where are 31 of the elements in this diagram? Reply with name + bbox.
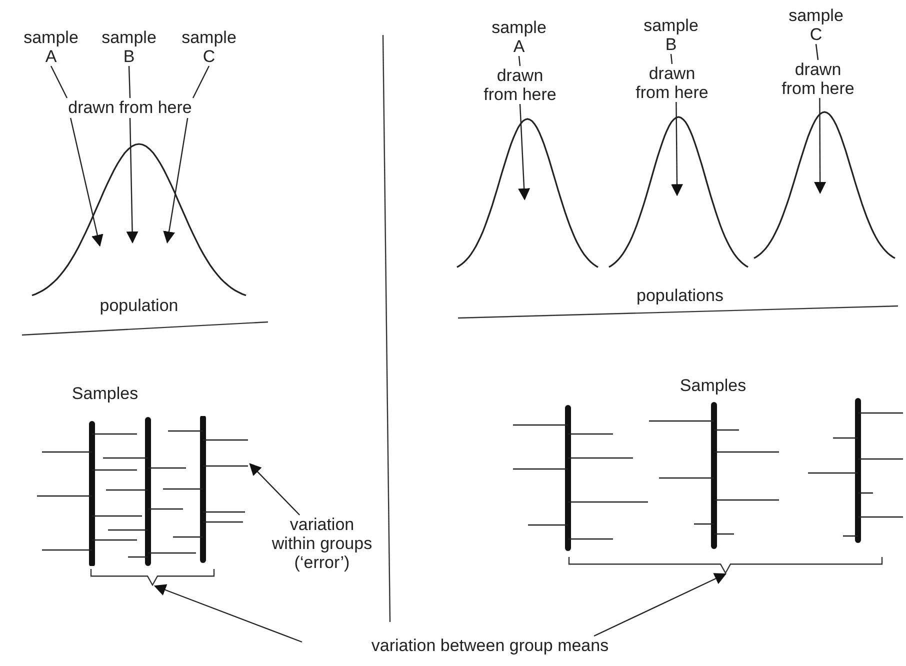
arrow [814, 98, 826, 194]
text-label: sample C [178, 28, 240, 66]
text-label: drawn from here [776, 60, 860, 98]
text-label: sample A [20, 28, 82, 66]
connector-line [192, 66, 210, 98]
connector-line [50, 66, 68, 98]
arrow [518, 104, 530, 200]
text-label: sample C [785, 6, 847, 44]
connector-line [128, 66, 131, 98]
connector-line [815, 44, 819, 60]
connector-line [518, 56, 521, 66]
text-label: sample A [488, 18, 550, 56]
arrow [70, 118, 104, 247]
arrow [154, 584, 302, 643]
arrow [249, 463, 300, 516]
text-label: drawn from here [478, 66, 562, 104]
text-label: population [98, 296, 180, 315]
text-label: populations [636, 286, 724, 305]
arrow [594, 573, 727, 637]
text-label: Samples [70, 384, 140, 403]
connector-line [670, 54, 673, 64]
arrow [671, 102, 683, 196]
arrow [163, 118, 188, 244]
text-label: variation between group means [290, 636, 690, 656]
arrow [126, 118, 138, 244]
text-label: Samples [678, 376, 748, 395]
text-label: sample B [98, 28, 160, 66]
text-label: sample B [640, 16, 702, 54]
text-label: drawn from here [630, 64, 714, 102]
text-label: drawn from here [40, 98, 220, 118]
text-label: variation within groups (‘error’) [266, 515, 378, 572]
